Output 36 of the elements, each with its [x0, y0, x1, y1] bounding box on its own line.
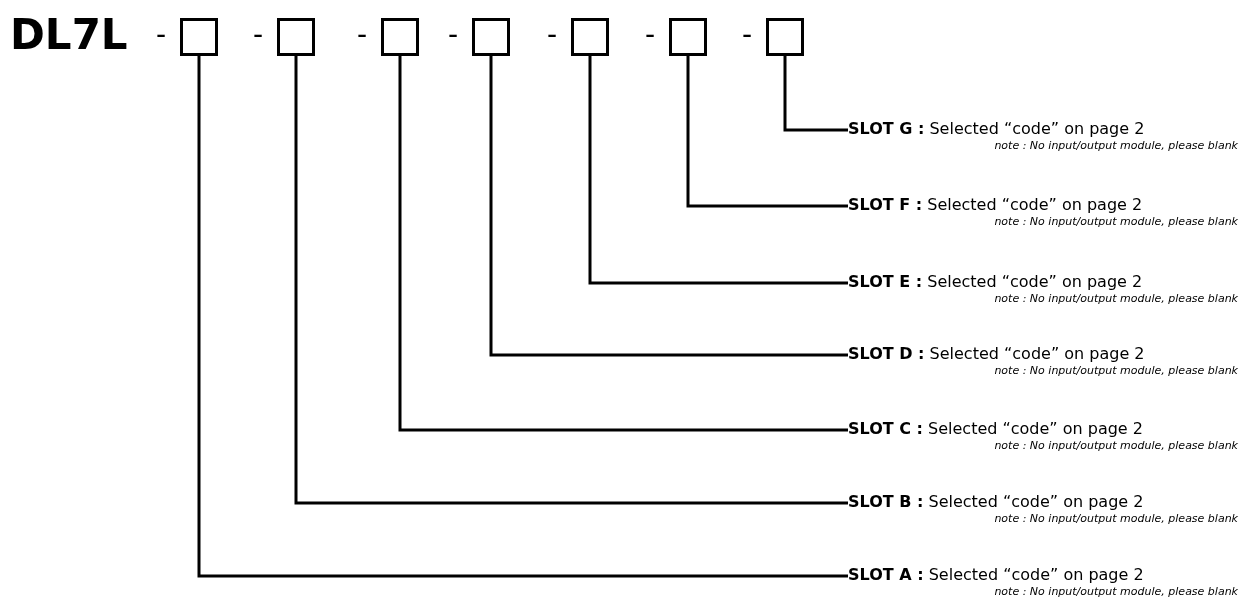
code-slot-box — [571, 18, 609, 56]
model-code: DL7L — [10, 12, 128, 58]
slot-description: SLOT F : Selected “code” on page 2 — [848, 196, 1143, 214]
slot-note: note : No input/output module, please blank — [994, 139, 1238, 152]
code-slot-box — [180, 18, 218, 56]
slot-note: note : No input/output module, please blank — [994, 364, 1238, 377]
leader-line — [588, 56, 848, 285]
slot-description: SLOT B : Selected “code” on page 2 — [848, 493, 1144, 511]
slot-description: SLOT A : Selected “code” on page 2 — [848, 566, 1144, 584]
leader-line — [783, 56, 848, 132]
separator-dash: - — [547, 20, 558, 50]
leader-line — [197, 56, 848, 578]
code-slot-box — [766, 18, 804, 56]
slot-note: note : No input/output module, please blank — [994, 292, 1238, 305]
slot-note: note : No input/output module, please blank — [994, 512, 1238, 525]
code-slot-box — [277, 18, 315, 56]
slot-description: SLOT C : Selected “code” on page 2 — [848, 420, 1143, 438]
slot-note: note : No input/output module, please blank — [994, 215, 1238, 228]
slot-description: SLOT D : Selected “code” on page 2 — [848, 345, 1145, 363]
leader-line — [686, 56, 848, 208]
separator-dash: - — [156, 20, 167, 50]
leader-line — [398, 56, 848, 432]
slot-note: note : No input/output module, please blank — [994, 585, 1238, 598]
slot-description: SLOT G : Selected “code” on page 2 — [848, 120, 1145, 138]
code-slot-box — [472, 18, 510, 56]
slot-description: SLOT E : Selected “code” on page 2 — [848, 273, 1143, 291]
slot-note: note : No input/output module, please blank — [994, 439, 1238, 452]
separator-dash: - — [357, 20, 368, 50]
separator-dash: - — [742, 20, 753, 50]
code-slot-box — [669, 18, 707, 56]
separator-dash: - — [645, 20, 656, 50]
code-slot-box — [381, 18, 419, 56]
separator-dash: - — [253, 20, 264, 50]
leader-line — [489, 56, 848, 357]
leader-line — [294, 56, 848, 505]
separator-dash: - — [448, 20, 459, 50]
